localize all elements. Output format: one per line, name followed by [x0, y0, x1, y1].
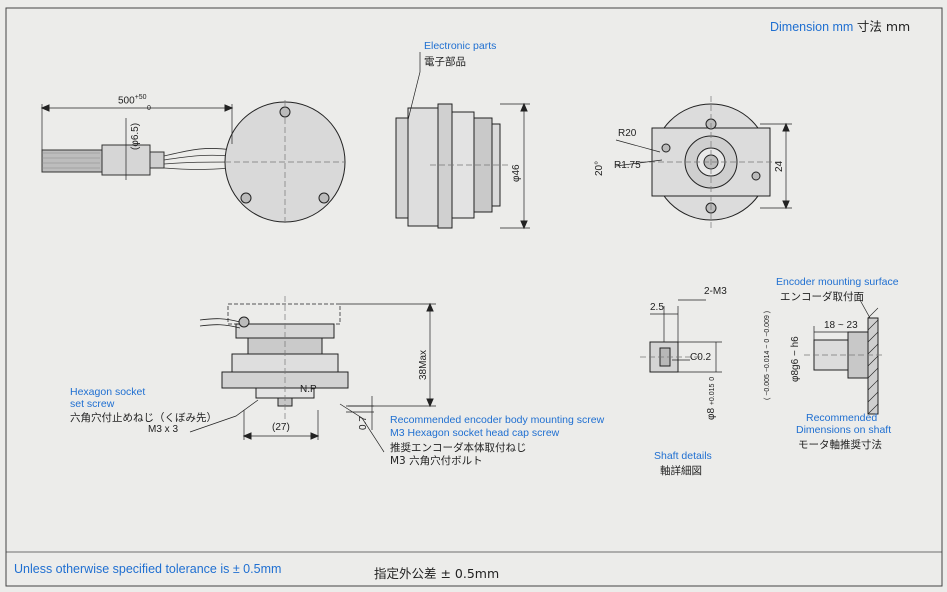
- rec-shaft-title-en-1: Recommended: [806, 412, 878, 424]
- rec-shaft-title-en-2: Dimensions on shaft: [796, 424, 892, 436]
- dimension-unit-label: Dimension mm 寸法 mm: [770, 16, 910, 35]
- chamfer-label: C0.2: [690, 352, 712, 363]
- electronic-parts-en: Electronic parts: [424, 40, 497, 52]
- cable-dia-label: (φ6.5): [130, 122, 141, 150]
- hex-set-screw-size: M3 x 3: [148, 424, 179, 435]
- r175-label: R1.75: [614, 160, 641, 171]
- shaft-dia-label: φ8 +0.015 0: [706, 376, 717, 420]
- mount-screw-jp-2: M3 六角穴付ボルト: [390, 455, 483, 467]
- dim-07-label: 0.7: [358, 416, 369, 430]
- hex-set-screw-en-2: set screw: [70, 398, 115, 410]
- cable-length-label: 500+50: [118, 94, 147, 107]
- r20-label: R20: [618, 128, 637, 139]
- dimension-en: Dimension mm: [770, 20, 854, 34]
- width-27-label: (27): [272, 422, 290, 433]
- angle-label: 20°: [594, 160, 605, 176]
- dim-25-label: 2.5: [650, 302, 664, 313]
- rear-view: [615, 96, 792, 228]
- hex-set-screw-jp: 六角穴付止めねじ（くぼみ先）: [70, 412, 217, 424]
- mount-surface-jp: エンコーダ取付面: [780, 291, 864, 303]
- hole-pitch-label: 24: [774, 160, 785, 172]
- shaft-details-title-en: Shaft details: [654, 450, 712, 462]
- tolerance-note-jp: 指定外公差 ± 0.5mm: [374, 566, 500, 581]
- mount-screw-jp-1: 推奨エンコーダ本体取付ねじ: [390, 442, 527, 454]
- dim-m3-label: 2-M3: [704, 286, 727, 297]
- tolerance-note-en: Unless otherwise specified tolerance is …: [14, 562, 282, 576]
- shaft-details-drawing: [640, 299, 722, 373]
- shaft-fit-values: ( −0.005 −0.014 ~ 0 −0.009 ): [764, 310, 771, 400]
- dimension-jp: 寸法 mm: [856, 19, 911, 34]
- side-view: [395, 52, 530, 230]
- rec-shaft-title-jp: モータ軸推奨寸法: [798, 439, 882, 451]
- mount-screw-en-1: Recommended encoder body mounting screw: [390, 414, 605, 426]
- hex-set-screw-en-1: Hexagon socket: [70, 386, 146, 398]
- height-38-label: 38Max: [418, 349, 429, 380]
- np-label: N.P: [300, 384, 317, 395]
- front-view: [40, 100, 346, 224]
- mount-screw-en-2: M3 Hexagon socket head cap screw: [390, 427, 560, 439]
- shaft-fit-label: φ8g6 − h6: [790, 336, 801, 382]
- mount-surface-en: Encoder mounting surface: [776, 276, 899, 288]
- cable-tol-lower: 0: [147, 105, 151, 112]
- recommended-shaft-drawing: [804, 299, 884, 415]
- sheet-border: [5, 7, 943, 587]
- body-dia-label: φ46: [511, 164, 522, 182]
- shaft-details-title-jp: 軸詳細図: [660, 465, 702, 477]
- range-label: 18 ~ 23: [824, 320, 858, 331]
- bottom-view: [189, 296, 436, 453]
- electronic-parts-jp: 電子部品: [424, 56, 466, 68]
